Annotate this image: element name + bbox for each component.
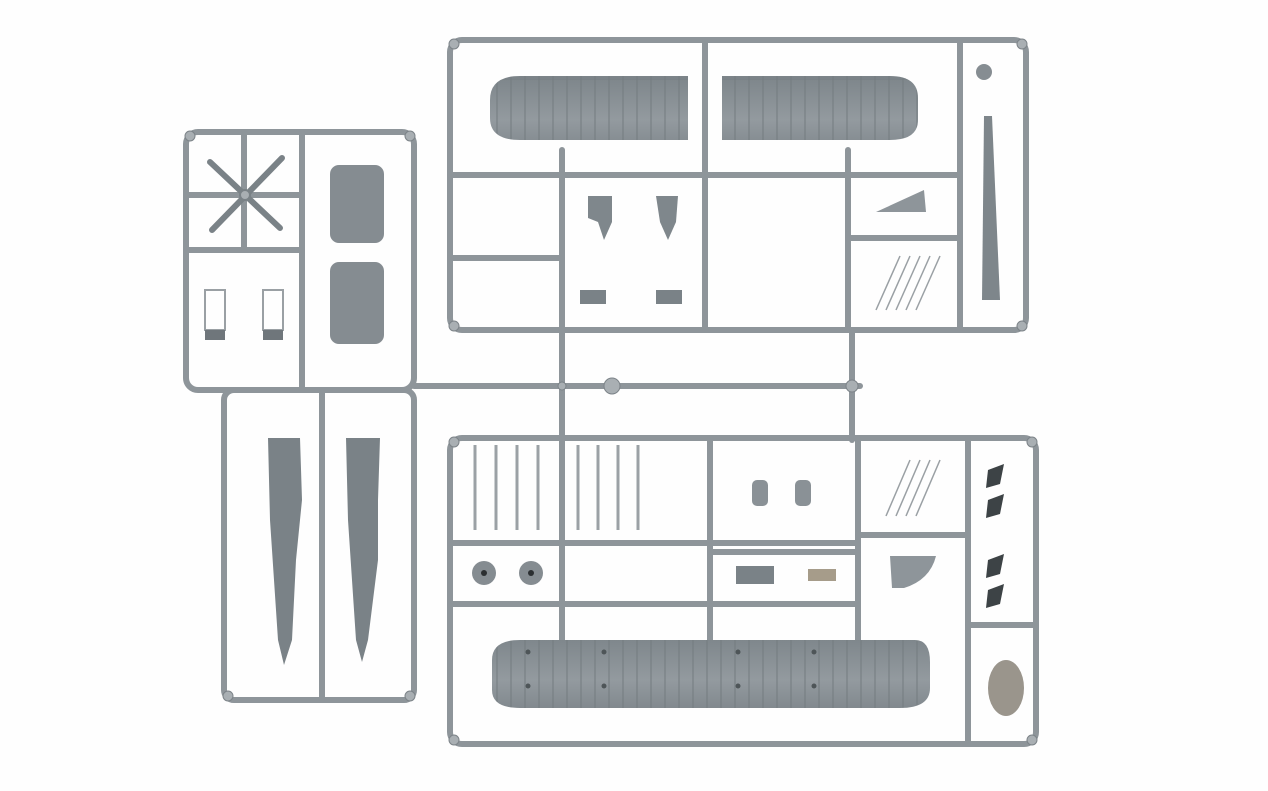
runner-nodes [184,38,1038,746]
engine-parts [580,290,836,584]
lower-wing [492,640,930,708]
tailplane [890,556,936,588]
exhausts [986,464,1004,608]
rigging-wires [875,255,941,517]
rudder-halves [330,165,384,344]
runners [183,37,1039,747]
interplane-struts [473,445,640,530]
wheels [472,561,543,585]
seats [588,196,678,240]
pilot-figures [752,480,811,506]
fuselage-halves [268,438,380,665]
fuselage-floor [982,116,1000,300]
tailfin [876,190,926,212]
upper-wing [490,76,918,140]
cabane-parts [204,289,284,331]
tail-skid-plate [988,660,1024,716]
propeller [207,155,285,233]
